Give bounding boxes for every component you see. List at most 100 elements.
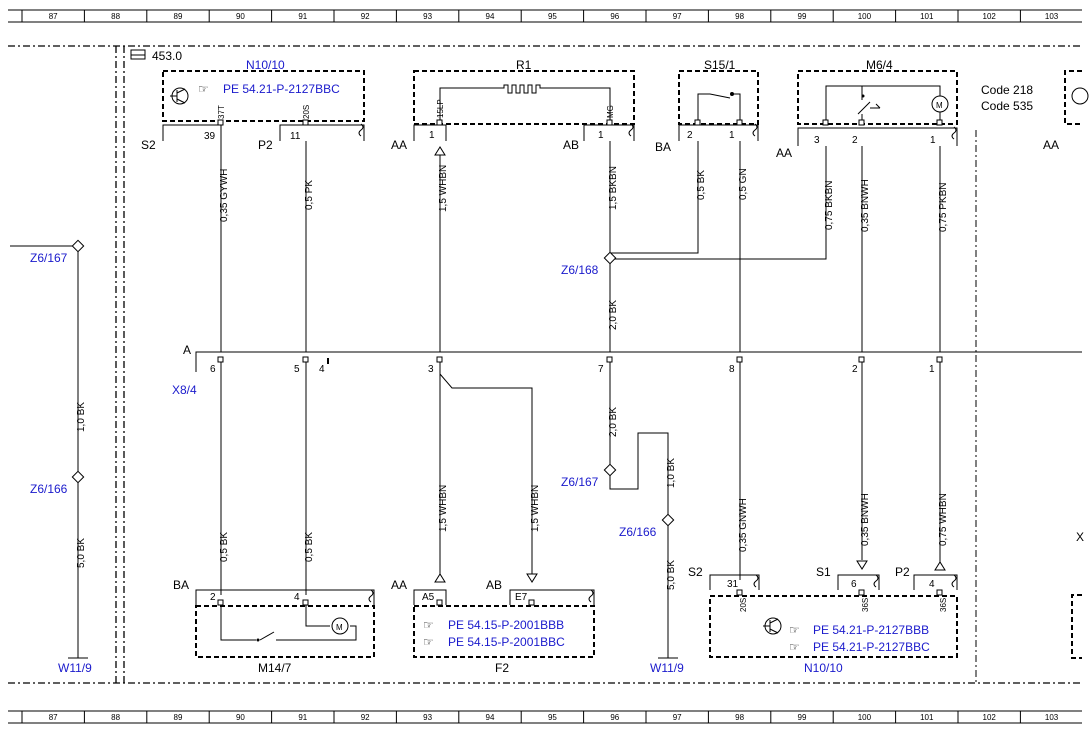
sig-15lp: 15LP — [436, 99, 445, 118]
n10-bot-conn-p2: P2 — [895, 565, 910, 579]
top-ruler-label: 92 — [361, 12, 370, 21]
pin-39: 39 — [204, 131, 216, 142]
top-ruler-label: 97 — [673, 12, 682, 21]
svg-text:0,35 BNWH: 0,35 BNWH — [860, 493, 871, 546]
x8-pin-8: 8 — [729, 364, 735, 375]
bottom-ruler-label: 90 — [236, 713, 245, 722]
x8-pin-4: 4 — [319, 364, 325, 375]
bottom-ruler-label: 92 — [361, 713, 370, 722]
sig-37t: 37T — [217, 105, 226, 119]
m6-pin3: 3 — [814, 135, 820, 146]
n10-bot-pin31: 31 — [727, 579, 739, 590]
x8-pin-5: 5 — [294, 364, 300, 375]
n10-bot-sig1: 20S — [739, 598, 748, 612]
svg-text:M: M — [936, 101, 943, 110]
m6-component: M6/4 M 3 2 1 AA — [776, 58, 958, 160]
x8-pin-2: 2 — [852, 364, 858, 375]
bottom-ruler-label: 88 — [111, 713, 120, 722]
f2-name: F2 — [495, 661, 509, 675]
z6-167-mid-ref[interactable]: Z6/167 — [561, 475, 599, 489]
r1-name: R1 — [516, 58, 532, 72]
svg-text:0,5 BK: 0,5 BK — [219, 532, 230, 562]
f2-fuse-box: AA AB A5 E7 ☞ PE 54.15-P-2001BBB ☞ PE 54… — [391, 573, 595, 675]
pointer-hand-icon: ☞ — [423, 635, 434, 649]
x8-ref[interactable]: X8/4 — [172, 383, 197, 397]
z6-166-left-ref[interactable]: Z6/166 — [30, 482, 68, 496]
r1-pin1-a: 1 — [429, 130, 435, 141]
m14-pin4: 4 — [294, 592, 300, 603]
wire-1bk-left: 1,0 BK — [76, 402, 87, 432]
m14-component: BA 2 4 M M14/7 — [173, 578, 375, 675]
code-535: Code 535 — [981, 99, 1033, 113]
bottom-ruler-label: 94 — [486, 713, 495, 722]
n10-bot-sig3: 36S — [939, 598, 948, 612]
top-ruler-label: 95 — [548, 12, 557, 21]
w11-9-left-ref[interactable]: W11/9 — [58, 661, 92, 675]
svg-text:1,5 BKBN: 1,5 BKBN — [608, 166, 619, 210]
wires-bottom — [220, 362, 941, 659]
pin-11: 11 — [290, 131, 301, 142]
n10-top-link[interactable]: PE 54.21-P-2127BBC — [223, 82, 340, 96]
n10-bot-name[interactable]: N10/10 — [804, 661, 843, 675]
transistor-icon — [170, 87, 189, 105]
svg-text:2,0 BK: 2,0 BK — [608, 407, 619, 437]
svg-text:0,5 PK: 0,5 PK — [304, 180, 315, 210]
n10-bot-conn-s1: S1 — [816, 565, 831, 579]
svg-text:0,75 WHBN: 0,75 WHBN — [938, 493, 949, 546]
conn-s2-top: S2 — [141, 138, 156, 152]
x8-conn-a: A — [183, 343, 191, 357]
sig-mg: MG — [606, 105, 615, 118]
wire-labels-top: 0,35 GYWH 0,5 PK 1,5 WHBN 1,5 BKBN 0,5 B… — [219, 165, 949, 330]
right-conn-aa: AA — [1043, 138, 1059, 152]
wire-5bk-left: 5,0 BK — [76, 538, 87, 568]
n10-bot-pin6: 6 — [851, 579, 857, 590]
bottom-ruler-label: 99 — [798, 713, 807, 722]
z6-168-ref[interactable]: Z6/168 — [561, 263, 599, 277]
top-ruler-label: 87 — [49, 12, 58, 21]
svg-text:5,0 BK: 5,0 BK — [666, 560, 677, 590]
right-x-label: X — [1076, 530, 1084, 544]
x8-connector: A X8/4 6 5 4 3 7 8 2 1 — [172, 343, 1082, 397]
n10-top-name[interactable]: N10/10 — [246, 58, 285, 72]
n10-bot-conn-s2: S2 — [688, 565, 703, 579]
m6-conn-aa: AA — [776, 146, 792, 160]
n10-bot-link-1[interactable]: PE 54.21-P-2127BBB — [813, 623, 929, 637]
w11-9-mid-ref[interactable]: W11/9 — [650, 661, 684, 675]
top-ruler-label: 101 — [920, 12, 934, 21]
top-ruler-label: 89 — [174, 12, 183, 21]
bottom-ruler-label: 101 — [920, 713, 934, 722]
svg-text:0,5 GN: 0,5 GN — [738, 168, 749, 200]
svg-text:0,75 BKBN: 0,75 BKBN — [824, 181, 835, 230]
svg-text:0,35 GYWH: 0,35 GYWH — [219, 169, 230, 222]
transistor-icon — [763, 617, 782, 635]
conn-p2-top: P2 — [258, 138, 273, 152]
s15-pin2: 2 — [687, 130, 693, 141]
f2-link-1[interactable]: PE 54.15-P-2001BBB — [448, 618, 564, 632]
svg-text:0,35 BNWH: 0,35 BNWH — [860, 179, 871, 232]
s15-conn-ba: BA — [655, 140, 671, 154]
n10-top-module: N10/10 ☞ PE 54.21-P-2127BBC 37T 20S 39 1… — [141, 58, 365, 152]
z6-166-mid-ref[interactable]: Z6/166 — [619, 525, 657, 539]
top-ruler-label: 103 — [1045, 12, 1059, 21]
z6-167-left-ref[interactable]: Z6/167 — [30, 251, 68, 265]
f2-conn-aa: AA — [391, 578, 407, 592]
bottom-ruler-label: 100 — [858, 713, 872, 722]
svg-text:1,5 WHBN: 1,5 WHBN — [438, 485, 449, 532]
n10-bottom-module: S2 S1 P2 31 6 4 20S 36S 36S ☞ PE 54.21-P… — [688, 560, 958, 675]
pointer-hand-icon: ☞ — [789, 623, 800, 637]
pointer-hand-icon: ☞ — [198, 82, 209, 96]
bottom-ruler-label: 93 — [423, 713, 432, 722]
f2-link-2[interactable]: PE 54.15-P-2001BBC — [448, 635, 565, 649]
wires-top — [220, 141, 941, 352]
top-ruler-label: 94 — [486, 12, 495, 21]
m6-motor-icon: M — [931, 95, 949, 113]
svg-text:1,5 WHBN: 1,5 WHBN — [530, 485, 541, 532]
n10-bot-link-2[interactable]: PE 54.21-P-2127BBC — [813, 640, 930, 654]
top-ruler-label: 90 — [236, 12, 245, 21]
bottom-ruler-label: 103 — [1045, 713, 1059, 722]
bottom-ruler-label: 102 — [983, 713, 997, 722]
r1-component: R1 15LP MG 1 1 AA AB — [391, 58, 635, 156]
bottom-ruler-label: 98 — [735, 713, 744, 722]
